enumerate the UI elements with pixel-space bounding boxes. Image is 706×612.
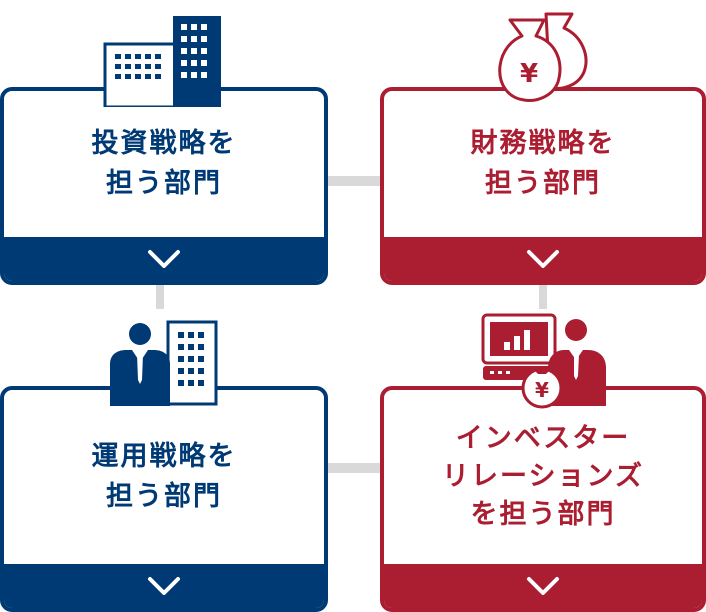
- card-label-line: 投資戦略を: [91, 128, 237, 159]
- card-label-line: 財務戦略を: [470, 128, 616, 159]
- chevron-down-icon: [148, 250, 180, 268]
- card-label: 運用戦略を 担う部門: [4, 390, 324, 564]
- card-label-line: 担う部門: [106, 481, 222, 512]
- card-label-line: リレーションズ: [442, 461, 644, 492]
- svg-text:¥: ¥: [535, 378, 549, 402]
- department-card-investment-strategy[interactable]: 投資戦略を 担う部門: [0, 87, 328, 285]
- yen-money-bags-icon: ¥: [498, 12, 588, 102]
- investor-relations-icon: ¥: [481, 313, 606, 409]
- department-card-financial-strategy[interactable]: 財務戦略を 担う部門: [380, 87, 706, 285]
- card-footer[interactable]: [384, 564, 702, 608]
- card-label-line: を担う部門: [470, 499, 616, 530]
- svg-text:¥: ¥: [520, 59, 538, 89]
- chevron-down-icon: [527, 250, 559, 268]
- card-label-line: 担う部門: [106, 168, 222, 199]
- chevron-down-icon: [148, 577, 180, 595]
- buildings-icon: [103, 16, 221, 107]
- connector-top: [326, 176, 382, 186]
- card-label-line: インベスター: [455, 423, 631, 454]
- card-label: 投資戦略を 担う部門: [4, 91, 324, 237]
- connector-right: [539, 285, 547, 309]
- card-label-line: 運用戦略を: [91, 441, 237, 472]
- card-label: インベスター リレーションズ を担う部門: [384, 390, 702, 564]
- card-footer[interactable]: [4, 564, 324, 608]
- card-label-line: 担う部門: [485, 168, 601, 199]
- chevron-down-icon: [527, 577, 559, 595]
- card-label: 財務戦略を 担う部門: [384, 91, 702, 237]
- department-card-investor-relations[interactable]: インベスター リレーションズ を担う部門: [380, 386, 706, 612]
- connector-left: [156, 285, 164, 309]
- connector-bottom: [326, 463, 382, 473]
- card-footer[interactable]: [4, 237, 324, 281]
- card-footer[interactable]: [384, 237, 702, 281]
- department-card-operation-strategy[interactable]: 運用戦略を 担う部門: [0, 386, 328, 612]
- businessman-building-icon: [110, 320, 218, 406]
